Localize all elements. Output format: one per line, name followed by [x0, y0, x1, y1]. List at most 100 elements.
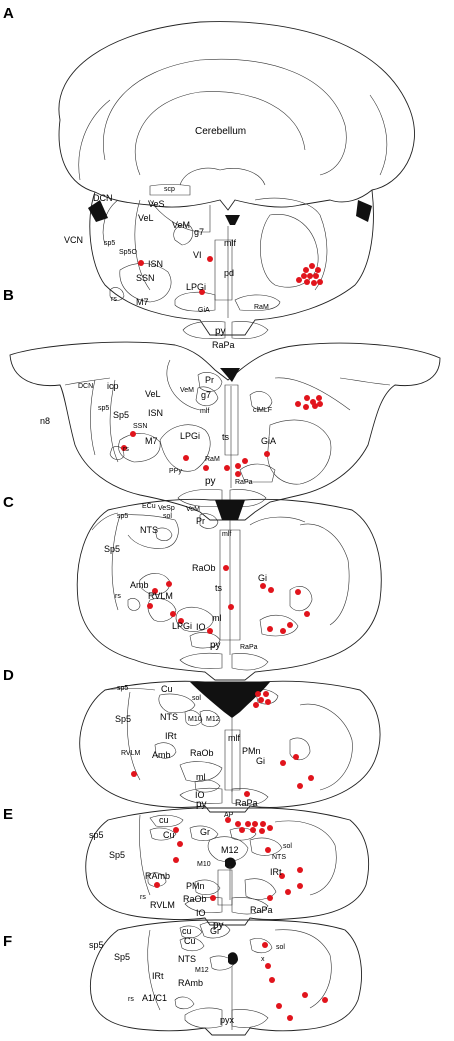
label-mlf: mlf [228, 733, 240, 743]
label-raob: RaOb [183, 894, 207, 904]
label-m7: M7 [145, 436, 158, 446]
label-dcn: DCN [78, 383, 93, 390]
label-vem: VeM [172, 220, 190, 230]
panel-c [76, 498, 382, 681]
label-sol: sol [283, 843, 292, 850]
label-irt: IRt [152, 971, 164, 981]
label-pmn: PMn [186, 881, 205, 891]
label-vel: VeL [145, 389, 161, 399]
label-ves: VeS [148, 199, 165, 209]
label-ssn: SSN [136, 273, 155, 283]
label-clmlf: clMLF [253, 407, 272, 414]
label-pr: Pr [205, 375, 214, 385]
label-irt: IRt [165, 731, 177, 741]
panel-letter-f: F [3, 933, 12, 950]
label-cerebellum: Cerebellum [195, 126, 246, 137]
label-pr: Pr [196, 516, 205, 526]
label-m7: M7 [136, 297, 149, 307]
label-scp: scp [164, 186, 175, 193]
label-ppy: PPy [169, 468, 182, 475]
label-sp5: sp5 [89, 940, 104, 950]
label-gi: Gi [258, 573, 267, 583]
label-sp5: sp5 [117, 513, 128, 520]
label-sol: sol [276, 944, 285, 951]
label-ts: ts [215, 583, 223, 593]
label-amb: Amb [130, 580, 149, 590]
label-rs: rs [140, 894, 146, 901]
label-gia: GiA [198, 307, 210, 314]
label-rapa: RaPa [235, 479, 253, 486]
label-nts: NTS [140, 525, 158, 535]
label-rapa: RaPa [240, 644, 258, 651]
label-cu: Cu [163, 830, 175, 840]
label-mlf: mlf [200, 408, 209, 415]
marker-dots [121, 256, 328, 1021]
label-gr: Gr [210, 926, 220, 936]
panel-f [90, 919, 362, 1036]
label-rs: rs [115, 593, 121, 600]
label-lpgi: LPGi [186, 282, 206, 292]
label-cu-tract: cu [182, 926, 192, 936]
label-raob: RaOb [190, 748, 214, 758]
label-ram: RaM [254, 304, 269, 311]
label-ml: ml [196, 772, 206, 782]
label-pmn: PMn [242, 746, 261, 756]
panel-letter-d: D [3, 667, 14, 684]
panel-e [85, 807, 369, 926]
label-m12: M12 [221, 845, 239, 855]
panel-letter-c: C [3, 494, 14, 511]
label-rvlm: RVLM [150, 900, 175, 910]
label-rs: rs [111, 296, 117, 303]
label-sp5: sp5 [98, 405, 109, 412]
label-py: py [210, 640, 221, 651]
label-io: IO [196, 908, 206, 918]
label-m10: M10 [197, 861, 211, 868]
label-irt: IRt [270, 867, 282, 877]
label-m12: M12 [206, 716, 220, 723]
panel-a [58, 21, 415, 340]
label-isn: ISN [148, 259, 163, 269]
label-m12: M12 [195, 967, 209, 974]
label-vem: VeM [186, 506, 200, 513]
label-sol: sol [163, 513, 172, 520]
label-cu: Cu [184, 936, 196, 946]
label-gi: Gi [256, 756, 265, 766]
label-sp5-nucleus: Sp5 [104, 544, 120, 554]
label-amb: Amb [152, 750, 171, 760]
label-sp5-nucleus: Sp5 [113, 410, 129, 420]
label-icp: icp [107, 381, 119, 391]
label-a1-c1: A1/C1 [142, 993, 167, 1003]
label-sp5o: Sp5O [119, 249, 137, 256]
labels-a: A Cerebellum DCN VeS VeL VeM scp VCN sp5… [3, 5, 269, 350]
label-vi: VI [193, 250, 202, 260]
labels-c: C ECu VeSp VeM sp5 sol Pr NTS Sp5 mlf Ra… [3, 494, 267, 651]
label-pd: pd [224, 268, 234, 278]
label-sol: sol [192, 695, 201, 702]
label-rapa: RaPa [235, 798, 258, 808]
label-ap: AP [224, 812, 234, 819]
label-vem: VeM [180, 387, 194, 394]
panel-letter-a: A [3, 5, 14, 22]
label-rs: rs [123, 446, 129, 453]
label-sp5: sp5 [117, 685, 128, 692]
label-lpgi: LPGi [172, 621, 192, 631]
label-cu: Cu [161, 684, 173, 694]
panel-letter-b: B [3, 287, 14, 304]
label-isn: ISN [148, 408, 163, 418]
label-cu-tract: cu [159, 815, 169, 825]
label-py: py [196, 799, 207, 810]
label-ramb: RAmb [145, 871, 170, 881]
label-io: IO [196, 622, 206, 632]
label-raob: RaOb [192, 563, 216, 573]
labels-d: D sp5 Cu sol Sp5 NTS M10 M12 IRt mlf PMn… [3, 667, 265, 810]
label-py: py [215, 326, 226, 337]
label-n8: n8 [40, 416, 50, 426]
label-sp5-nucleus: Sp5 [114, 952, 130, 962]
labels-b: B DCN icp VeL VeM Pr g7 clMLF n8 mlf sp5… [3, 287, 276, 487]
label-vesp: VeSp [158, 505, 175, 512]
label-sp5-nucleus: Sp5 [115, 714, 131, 724]
label-mlf: mlf [224, 238, 236, 248]
label-vcn: VCN [64, 235, 83, 245]
label-g7: g7 [194, 227, 204, 237]
